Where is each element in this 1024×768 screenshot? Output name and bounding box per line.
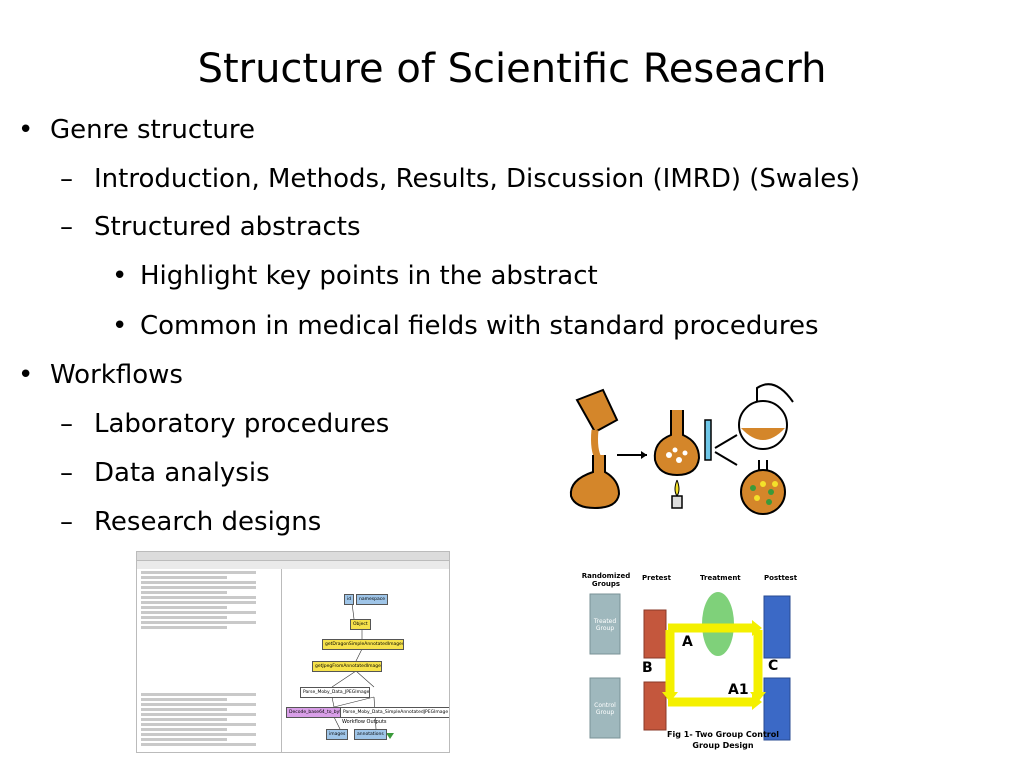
header-randomized-groups: Randomized Groups (581, 572, 631, 588)
workflow-node: getDragonSimpleAnnotatedImages (322, 639, 404, 650)
workflow-node: id (344, 594, 355, 605)
bullet-research-designs: Research designs (94, 507, 322, 537)
arrow-label-a1: A1 (728, 682, 749, 698)
arrow-label-b: B (642, 660, 653, 676)
bullet-marker: • (112, 311, 128, 341)
workflow-node: images (326, 729, 349, 740)
dash-marker: – (60, 212, 73, 242)
bullet-imrd: Introduction, Methods, Results, Discussi… (94, 164, 860, 194)
workflow-node: namespace (356, 594, 388, 605)
bullet-genre-structure: Genre structure (50, 115, 255, 145)
arrow-label-c: C (768, 658, 779, 674)
workflow-node: Parse_Moby_Data_JPEGImage (300, 687, 370, 698)
arrow-label-a: A (682, 634, 693, 650)
workflow-node: Decode_base64_to_byte (286, 707, 342, 718)
label-control-group: Control Group (594, 702, 616, 716)
bullet-laboratory: Laboratory procedures (94, 409, 390, 439)
workflow-node: annotations (354, 729, 387, 740)
bullet-common-medical: Common in medical fields with standard p… (140, 311, 819, 341)
bullet-marker: • (112, 261, 128, 291)
two-group-design-figure: Randomized Groups Pretest Treatment Post… (578, 570, 810, 762)
header-pretest: Pretest (642, 574, 671, 582)
header-treatment: Treatment (700, 574, 741, 582)
dash-marker: – (60, 164, 73, 194)
workflow-node: Parse_Moby_Data_SimpleAnnotatedJPEGImage (340, 707, 449, 718)
workflow-outputs-label: Workflow Outputs (342, 719, 387, 725)
bullet-workflows: Workflows (50, 360, 183, 390)
figure-caption-line2: Group Design (692, 741, 754, 750)
workflow-node: getJpegFromAnnotatedImage (312, 661, 382, 672)
workflow-connectors (331, 602, 394, 739)
bullet-marker: • (18, 115, 34, 145)
bullet-data-analysis: Data analysis (94, 458, 270, 488)
dash-marker: – (60, 507, 73, 537)
bullet-highlight-key-points: Highlight key points in the abstract (140, 261, 598, 291)
figure-caption-line1: Fig 1- Two Group Control (667, 730, 779, 739)
dash-marker: – (60, 458, 73, 488)
dash-marker: – (60, 409, 73, 439)
label-treated-group: Treated Group (593, 618, 617, 632)
slide-title: Structure of Scientific Reseacrh (197, 46, 827, 92)
lab-flasks-illustration (569, 383, 794, 515)
bullet-structured-abstracts: Structured abstracts (94, 212, 361, 242)
workflow-diagram-panel: id namespace Object getDragonSimpleAnnot… (282, 569, 449, 752)
workflow-tool-screenshot: id namespace Object getDragonSimpleAnnot… (136, 551, 450, 753)
service-tree-panel (137, 569, 282, 752)
bullet-marker: • (18, 360, 34, 390)
header-posttest: Posttest (764, 574, 798, 582)
workflow-node: Object (350, 619, 371, 630)
